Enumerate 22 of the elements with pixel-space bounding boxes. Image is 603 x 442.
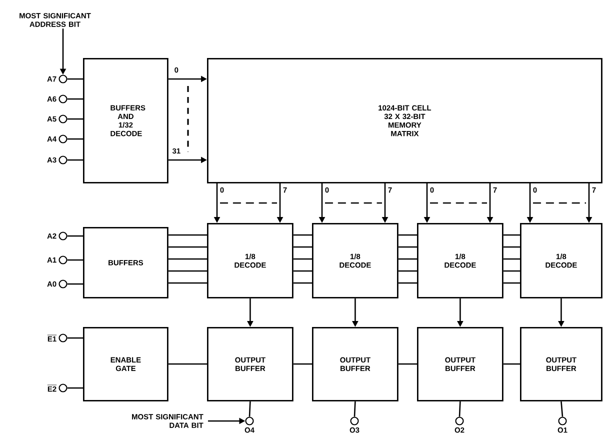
connector-line	[67, 387, 83, 389]
connector-line	[503, 363, 520, 365]
connector-line	[67, 98, 83, 100]
connector-line	[248, 401, 251, 417]
connector-line	[67, 118, 83, 120]
connector-line	[67, 235, 83, 237]
connector-line	[502, 234, 521, 284]
connector-line	[398, 234, 418, 284]
connector-line	[458, 401, 461, 417]
connector-line	[67, 78, 83, 80]
connector-line	[398, 363, 417, 365]
connector-line	[354, 401, 356, 417]
connector-line	[67, 259, 83, 261]
connector-line	[67, 159, 83, 161]
connector-line	[292, 234, 313, 284]
connector-line	[293, 363, 312, 365]
connector-line	[560, 401, 564, 417]
connector-line	[168, 363, 207, 365]
connector-line	[168, 234, 208, 284]
connector-line	[67, 138, 83, 140]
connector-line	[67, 337, 83, 339]
connector-line	[67, 283, 83, 285]
